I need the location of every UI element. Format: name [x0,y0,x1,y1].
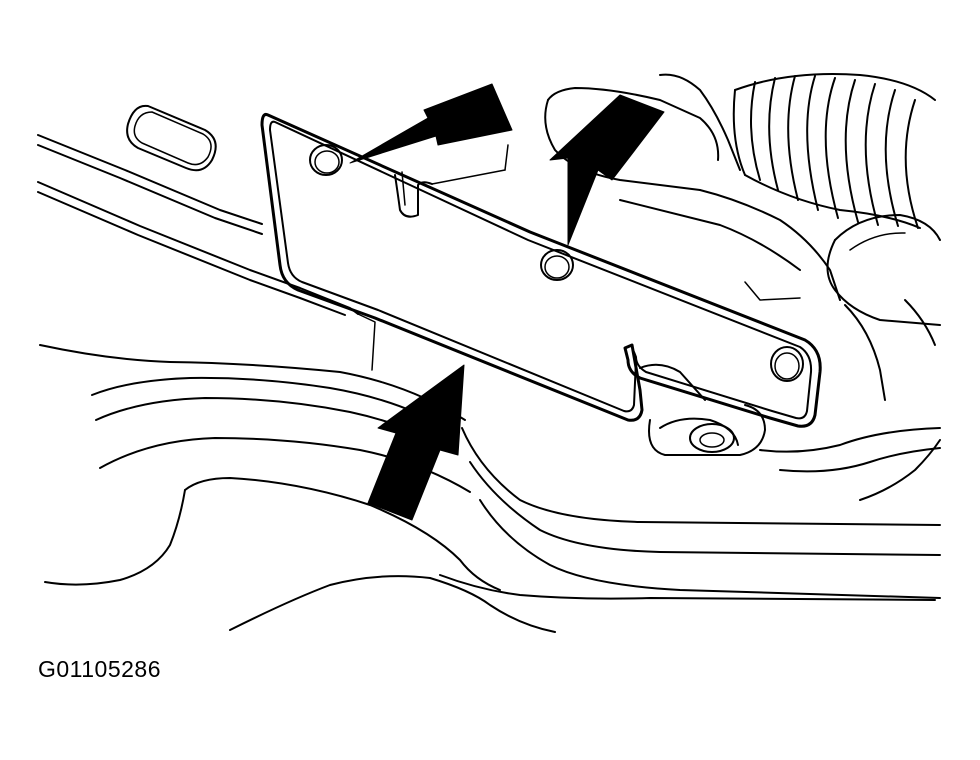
coil-spring [732,73,936,229]
bracket-hole-right [770,346,804,382]
bracket-plate [260,113,822,428]
cylinder-tube [826,214,941,326]
slot-hole [126,104,217,172]
lower-right-surfaces [439,427,941,601]
lower-housing [39,344,556,633]
callout-arrow-center-hole [549,94,665,246]
callout-arrow-lower-edge [367,364,465,521]
callout-arrow-left-hole [349,83,513,164]
upper-frame [544,73,936,401]
bracket-hole-left [309,144,343,176]
figure-id-label: G01105286 [38,656,162,682]
mount-bushing [639,363,766,456]
chassis-rail-left [37,134,376,371]
bracket-hole-center [540,249,574,281]
